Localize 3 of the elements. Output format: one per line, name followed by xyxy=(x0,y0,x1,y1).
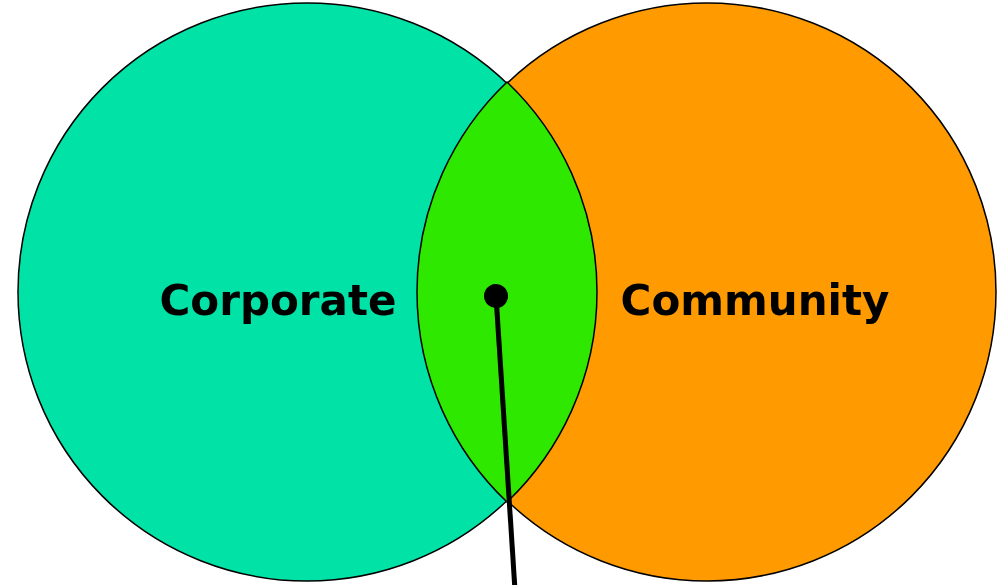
circle-label: Corporate xyxy=(159,275,397,325)
circle-label: Community xyxy=(620,275,890,325)
leader-line xyxy=(484,284,518,585)
